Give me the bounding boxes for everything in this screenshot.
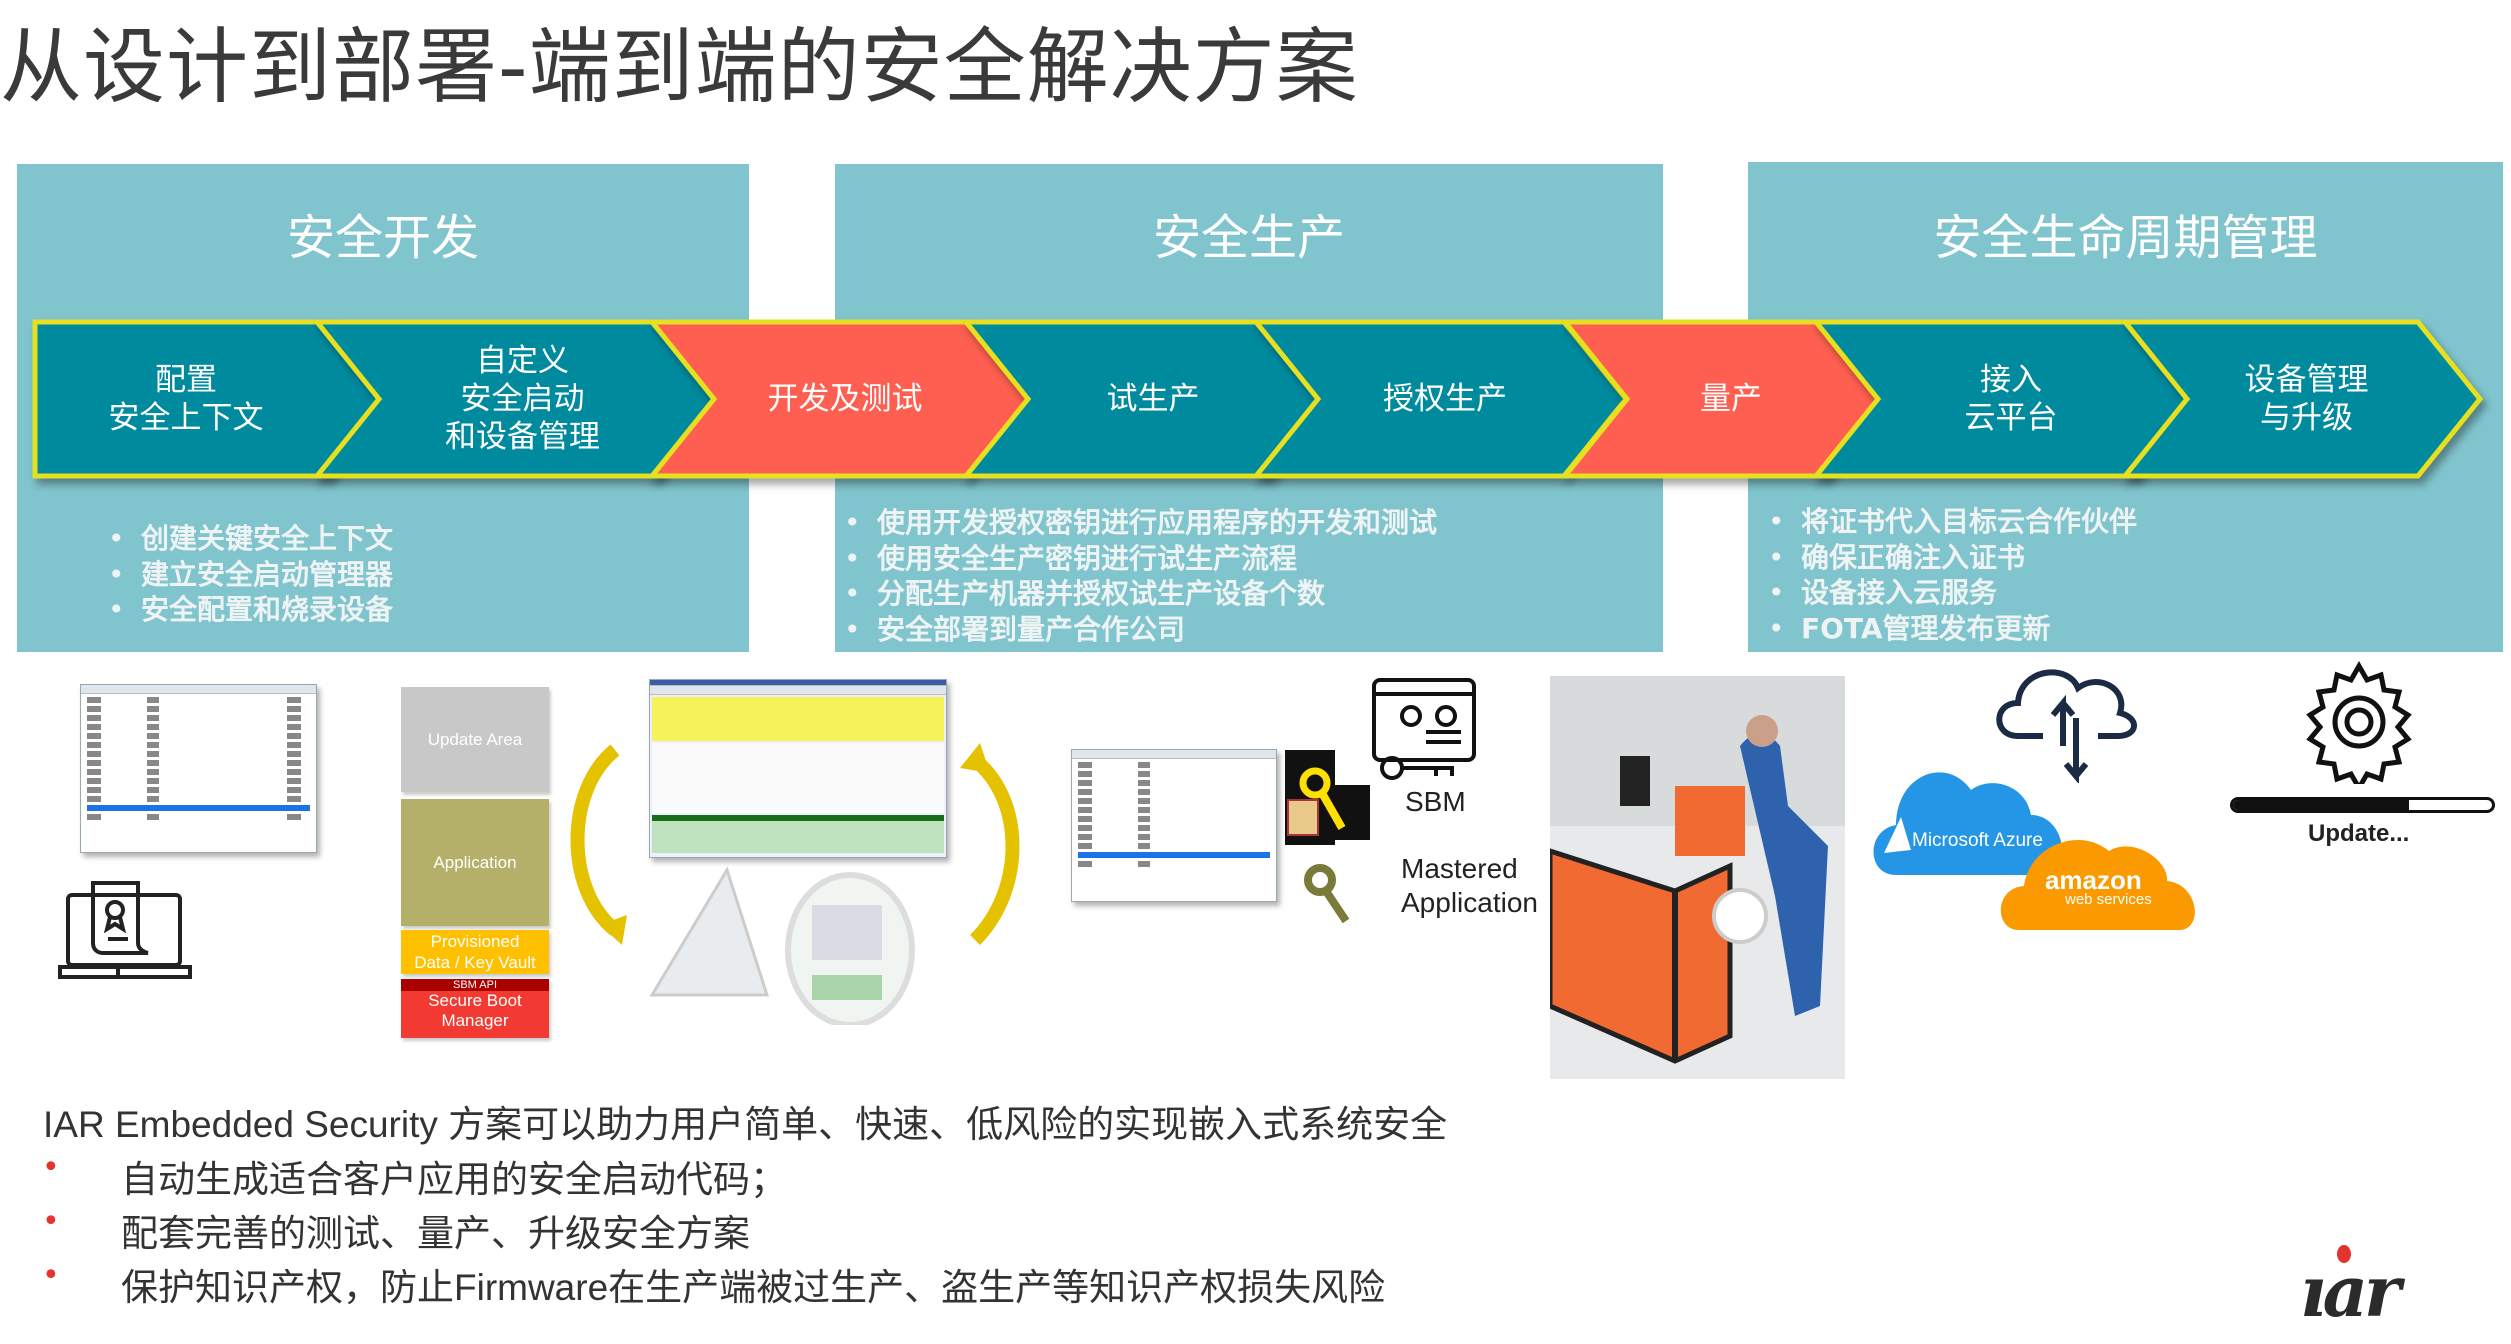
step-label-line: 开发及测试 <box>767 381 923 417</box>
page-title: 从设计到部署-端到端的安全解决方案 <box>0 20 1359 115</box>
summary-point: 配套完善的测试、量产、升级安全方案 <box>121 1213 750 1254</box>
step-label-line: 授权生产 <box>1383 381 1507 417</box>
memory-update-area: Update Area <box>401 687 549 792</box>
step-label-line: 自定义 <box>476 343 569 379</box>
bullet-item: 安全部署到量产合作公司 <box>844 612 1437 648</box>
step-label-line: 配置 <box>155 362 217 398</box>
panel-title: 安全开发 <box>286 210 479 266</box>
bullet-item: 使用开发授权密钥进行应用程序的开发和测试 <box>844 505 1437 541</box>
step-label: 量产 <box>1631 322 1831 476</box>
memory-label: SBM API <box>401 979 549 991</box>
binary-key-certificate-icon <box>1285 750 1370 924</box>
config-screenshot-2 <box>1071 749 1277 902</box>
step-label: 接入云平台 <box>1882 322 2140 476</box>
mastered-line: Mastered <box>1401 853 1518 884</box>
panel-title: 安全生命周期管理 <box>1933 210 2318 266</box>
bullet-dot: • <box>42 1150 60 1185</box>
bullet-item: 确保正确注入证书 <box>1768 540 2137 576</box>
step-dev-and-test: 开发及测试 <box>646 319 1034 479</box>
sbm-label: SBM <box>1405 786 1466 817</box>
update-progress-fill <box>2233 800 2410 810</box>
magnifier-icon <box>649 866 915 1025</box>
memory-application: Application <box>401 799 549 926</box>
bullet-item: 设备接入云服务 <box>1768 575 2137 611</box>
summary-intro: IAR Embedded Security 方案可以助力用户简单、快速、低风险的… <box>43 1104 1448 1145</box>
chevron-shape <box>2119 319 2484 479</box>
bullet-item: FOTA管理发布更新 <box>1768 611 2137 647</box>
aws-label: amazon web services <box>2035 865 2152 910</box>
summary-point: 保护知识产权，防止Firmware在生产端被过生产、盗生产等知识产权损失风险 <box>121 1267 1386 1308</box>
update-label: Update... <box>2308 820 2410 847</box>
aws-sub: web services <box>2065 891 2152 908</box>
aws-cloud <box>2000 839 2195 930</box>
step-label: 设备管理与升级 <box>2191 322 2422 476</box>
mastered-line: Application <box>1401 887 1538 918</box>
step-label-line: 试生产 <box>1106 381 1200 417</box>
step-label-line: 安全上下文 <box>108 400 264 436</box>
memory-label: Secure Boot <box>428 991 522 1010</box>
mastered-application-label: Mastered Application <box>1401 852 1538 920</box>
certificate-laptop-icon <box>58 881 192 979</box>
secure-document-key-icon <box>1372 678 1476 780</box>
step-label-line: 量产 <box>1700 381 1762 417</box>
panel-bullets: 将证书代入目标云合作伙伴 确保正确注入证书 设备接入云服务 FOTA管理发布更新 <box>1768 504 2137 646</box>
step-label-line: 云平台 <box>1964 400 2058 436</box>
config-screenshot <box>80 684 317 853</box>
ide-screenshot <box>649 679 947 858</box>
step-label-line: 接入 <box>1980 362 2042 398</box>
step-label-line: 和设备管理 <box>445 419 600 455</box>
summary-point: 自动生成适合客户应用的安全启动代码； <box>121 1159 787 1200</box>
step-label: 自定义安全启动和设备管理 <box>383 322 662 476</box>
bullet-item: 将证书代入目标云合作伙伴 <box>1768 504 2137 540</box>
step-label: 授权生产 <box>1322 322 1568 476</box>
panel-title: 安全生产 <box>1152 210 1345 266</box>
step-label-line: 与升级 <box>2260 400 2353 436</box>
memory-label: Manager <box>441 1011 509 1030</box>
memory-label: Provisioned <box>430 932 520 951</box>
panel-bullets: 使用开发授权密钥进行应用程序的开发和测试 使用安全生产密钥进行试生产流程 分配生… <box>844 505 1437 647</box>
update-progress-bar <box>2230 797 2495 813</box>
cloud-sync-icon <box>1996 669 2137 783</box>
bullet-item: 创建关键安全上下文 <box>108 521 393 557</box>
bullet-dot: • <box>42 1204 60 1239</box>
step-label-line: 安全启动 <box>460 381 585 417</box>
step-label: 配置安全上下文 <box>39 322 333 476</box>
step-label: 开发及测试 <box>718 322 972 476</box>
azure-cloud <box>1873 772 2062 875</box>
production-line-photo <box>1550 676 1845 1079</box>
step-device-management: 设备管理与升级 <box>2119 319 2484 479</box>
update-gear-icon <box>2306 660 2412 784</box>
step-label: 试生产 <box>1032 322 1274 476</box>
step-custom-secure-boot: 自定义安全启动和设备管理 <box>311 319 724 479</box>
panel-bullets: 创建关键安全上下文 建立安全启动管理器 安全配置和烧录设备 <box>108 521 393 628</box>
bullet-item: 建立安全启动管理器 <box>108 557 393 593</box>
memory-label: Update Area <box>427 729 523 749</box>
bullet-item: 安全配置和烧录设备 <box>108 592 393 628</box>
bullet-item: 使用安全生产密钥进行试生产流程 <box>844 541 1437 577</box>
bullet-dot: • <box>42 1258 60 1293</box>
memory-label: Data / Key Vault <box>414 953 536 972</box>
aws-main: amazon <box>2044 865 2142 895</box>
memory-label: Application <box>433 852 517 872</box>
azure-label: Microsoft Azure <box>1912 830 2043 851</box>
iar-logo: ıar <box>2300 1245 2490 1327</box>
bullet-item: 分配生产机器并授权试生产设备个数 <box>844 576 1437 612</box>
step-label-line: 设备管理 <box>2244 362 2369 398</box>
cycle-arrows <box>570 743 1020 945</box>
